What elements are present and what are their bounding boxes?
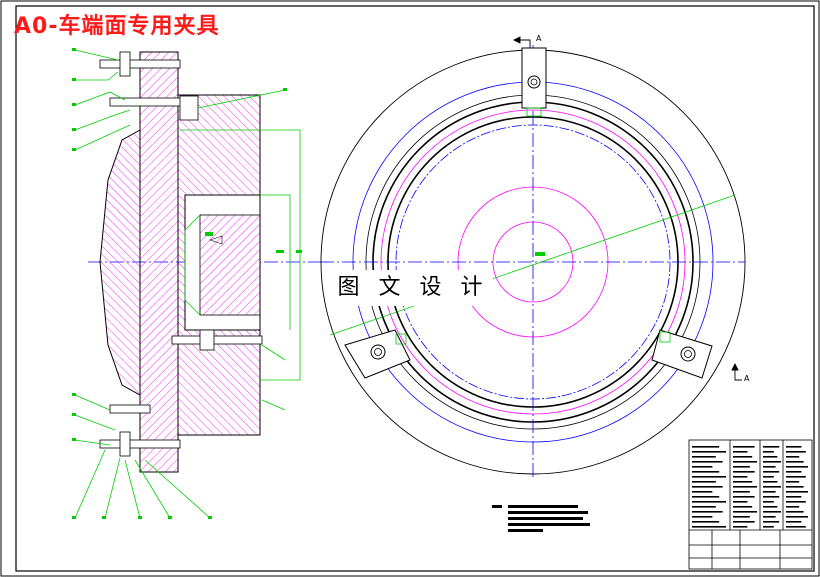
watermark-text: 图 文 设 计	[333, 270, 493, 306]
title-block-row-mark	[786, 466, 808, 468]
title-block-row-mark	[733, 471, 755, 473]
title-block-row-mark	[786, 521, 802, 523]
title-block-row-mark	[786, 456, 800, 458]
bottom-bolt	[99, 439, 181, 449]
title-block-row-mark	[763, 466, 776, 468]
title-block-row-mark	[763, 496, 780, 498]
title-block-row-mark	[763, 481, 778, 483]
section-label-top: A	[536, 34, 542, 43]
title-block-row-mark	[786, 471, 802, 473]
title-block-row-mark	[692, 456, 716, 458]
section-label-bottom: A	[744, 374, 750, 383]
title-block-row-mark	[763, 501, 774, 503]
title-block-row-mark	[763, 446, 780, 448]
bore-inner	[199, 214, 261, 316]
top-bolt	[99, 59, 181, 69]
front-view	[320, 36, 746, 480]
title-block-row-mark	[733, 466, 750, 468]
title-block-row-mark	[763, 521, 780, 523]
title-block-row-mark	[763, 516, 776, 518]
title-block-row-mark	[692, 491, 713, 493]
section-view	[72, 48, 330, 519]
title-block-row-mark	[692, 446, 720, 448]
title-block-rows	[692, 446, 808, 528]
title-block-row-mark	[692, 506, 716, 508]
title-block-row-mark	[763, 511, 781, 513]
title-block-row-mark	[763, 471, 780, 473]
flange-plate	[139, 51, 179, 473]
title-block-row-mark	[733, 496, 755, 498]
title-block-row-mark	[733, 521, 755, 523]
title-block-row-mark	[763, 451, 774, 453]
clamp-lug-right	[651, 329, 713, 379]
section-arrow-top	[512, 36, 531, 48]
diameter-dimension	[329, 194, 736, 336]
title-block-row-mark	[763, 506, 778, 508]
section-arrow-bottom	[731, 362, 742, 381]
clamp-lug-top	[521, 47, 547, 117]
drawing-title: A0-车端面专用夹具	[14, 14, 220, 39]
title-block-row-mark	[733, 491, 750, 493]
title-block-row-mark	[733, 486, 757, 488]
title-block-row-mark	[733, 456, 753, 458]
leader-lines	[74, 49, 301, 519]
title-block-row-mark	[733, 506, 753, 508]
title-block-row-mark	[786, 486, 804, 488]
title-block-row-mark	[763, 456, 778, 458]
title-block-row-mark	[692, 471, 720, 473]
title-block-row-mark	[786, 461, 804, 463]
title-block-row-mark	[733, 451, 748, 453]
title-block-row-mark	[733, 461, 757, 463]
title-block-row-mark	[786, 501, 806, 503]
middle-bolt	[171, 335, 263, 345]
title-block-row-mark	[692, 481, 716, 483]
title-block-row-mark	[692, 501, 726, 503]
title-block-row-mark	[763, 461, 781, 463]
title-block-row-mark	[692, 521, 720, 523]
title-block	[688, 439, 813, 570]
title-block-row-mark	[733, 501, 748, 503]
title-block-row-mark	[692, 526, 726, 528]
title-block-row-mark	[786, 506, 800, 508]
title-block-row-mark	[786, 496, 802, 498]
title-block-row-mark	[733, 516, 750, 518]
title-block-row-mark	[692, 511, 723, 513]
title-block-row-mark	[763, 526, 774, 528]
title-block-row-mark	[733, 526, 748, 528]
title-block-row-mark	[786, 481, 800, 483]
title-block-row-mark	[733, 481, 753, 483]
title-block-row-mark	[786, 511, 804, 513]
title-block-row-mark	[692, 451, 726, 453]
title-block-row-mark	[763, 486, 781, 488]
clamp-lug-left	[344, 329, 411, 379]
title-block-row-mark	[692, 476, 726, 478]
title-block-row-mark	[692, 496, 720, 498]
title-block-row-mark	[733, 476, 748, 478]
inner-border	[15, 5, 815, 572]
title-block-row-mark	[733, 511, 757, 513]
title-block-row-mark	[733, 446, 755, 448]
title-block-row-mark	[692, 466, 713, 468]
title-block-row-mark	[786, 476, 806, 478]
title-block-row-mark	[692, 516, 713, 518]
title-block-row-mark	[763, 476, 774, 478]
title-block-row-mark	[692, 461, 723, 463]
technical-notes	[492, 505, 590, 532]
title-block-row-mark	[786, 526, 806, 528]
title-block-row-mark	[692, 486, 723, 488]
title-block-row-mark	[786, 516, 808, 518]
faceplate-left	[99, 129, 141, 396]
title-block-row-mark	[786, 446, 802, 448]
title-block-row-mark	[786, 491, 808, 493]
leader-labels	[72, 48, 302, 519]
title-block-row-mark	[786, 451, 806, 453]
title-block-row-mark	[763, 491, 776, 493]
